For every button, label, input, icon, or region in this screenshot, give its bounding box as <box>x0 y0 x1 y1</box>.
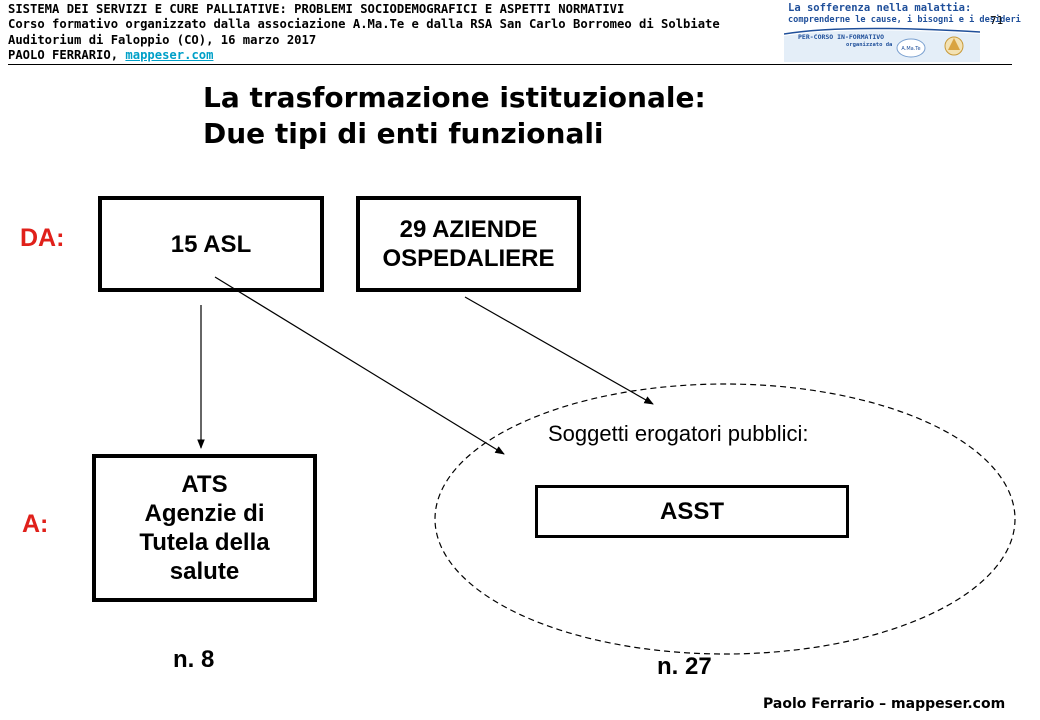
ellipse-caption: Soggetti erogatori pubblici: <box>548 421 809 446</box>
ats-line-3: Tutela della <box>139 529 270 556</box>
header-line-1: SISTEMA DEI SERVIZI E CURE PALLIATIVE: P… <box>8 2 625 16</box>
slide-header: SISTEMA DEI SERVIZI E CURE PALLIATIVE: P… <box>8 2 720 63</box>
aziende-ospedaliere-box: 29 AZIENDE OSPEDALIERE <box>356 196 581 292</box>
header-line-2: Corso formativo organizzato dalla associ… <box>8 17 720 32</box>
banner-title: La sofferenza nella malattia: <box>788 2 972 14</box>
header-line-3: Auditorium di Faloppio (CO), 16 marzo 20… <box>8 32 317 47</box>
slide-title: La trasformazione istituzionale: Due tip… <box>203 80 706 152</box>
header-divider <box>8 64 1012 65</box>
arrow-aziende-to-asst <box>464 296 654 405</box>
ats-box: ATS Agenzie di Tutela della salute <box>92 454 317 602</box>
arrow-asl-to-asst <box>214 276 505 455</box>
public-providers-ellipse <box>434 383 1016 655</box>
banner-subtitle: comprenderne le cause, i bisogni e i des… <box>788 15 1021 25</box>
title-line-1: La trasformazione istituzionale: <box>203 81 706 114</box>
course-banner: La sofferenza nella malattia: comprender… <box>784 0 1021 62</box>
header-line-4: PAOLO FERRARIO, mappeser.com <box>8 48 720 63</box>
ats-line-1: ATS <box>181 471 228 498</box>
asst-count: n. 27 <box>657 653 712 680</box>
label-to: A: <box>22 510 49 538</box>
header-author: PAOLO FERRARIO, <box>8 47 126 62</box>
label-from: DA: <box>20 224 65 252</box>
title-line-2: Due tipi di enti funzionali <box>203 117 604 150</box>
slide-footer: Paolo Ferrario – mappeser.com <box>763 696 1006 712</box>
ats-line-2: Agenzie di <box>144 500 265 527</box>
asst-label: ASST <box>659 497 724 525</box>
mappeser-link[interactable]: mappeser.com <box>125 47 214 62</box>
ats-line-4: salute <box>169 558 240 585</box>
asl-label: 15 ASL <box>170 230 252 258</box>
asl-box: 15 ASL <box>98 196 324 292</box>
banner-organized: organizzato da <box>846 42 893 48</box>
aziende-line-2: OSPEDALIERE <box>382 245 555 272</box>
aziende-line-1: 29 AZIENDE <box>399 216 538 243</box>
page-number: 71 <box>990 14 1004 27</box>
ats-count: n. 8 <box>173 646 215 673</box>
asst-box: ASST <box>535 485 849 538</box>
banner-wave-graphic: A.Ma.Te <box>784 27 980 62</box>
svg-text:A.Ma.Te: A.Ma.Te <box>901 46 920 52</box>
banner-course: PER-CORSO IN-FORMATIVO <box>798 33 885 41</box>
